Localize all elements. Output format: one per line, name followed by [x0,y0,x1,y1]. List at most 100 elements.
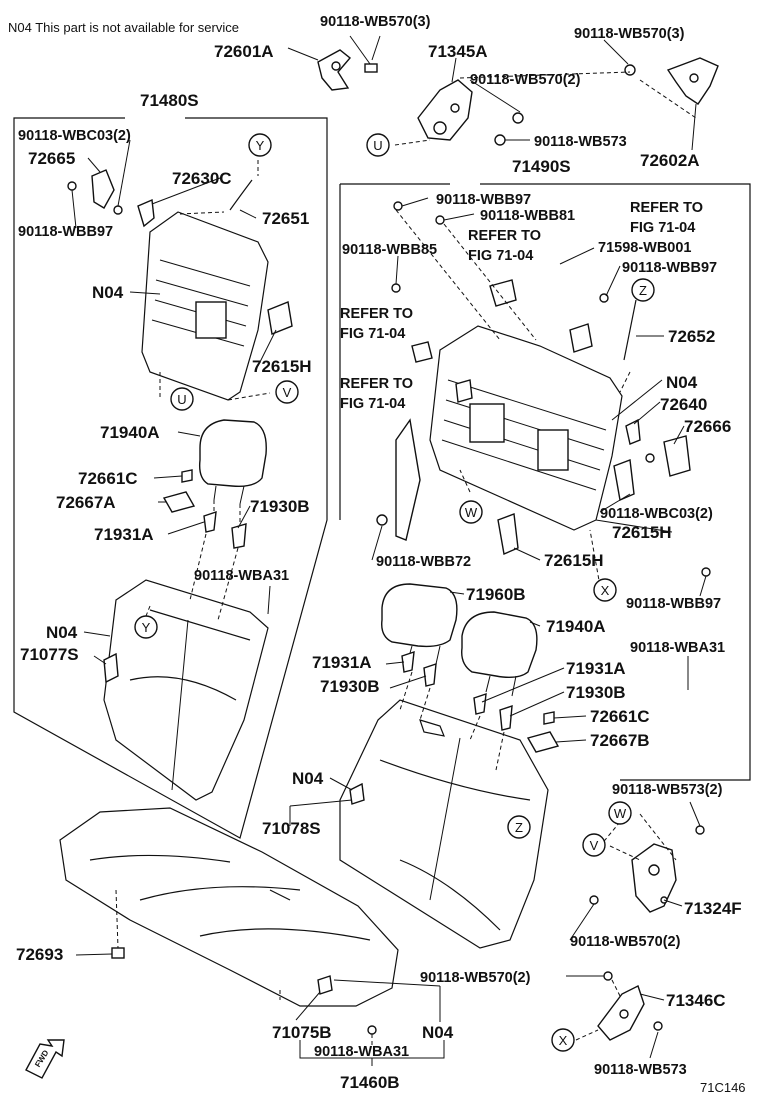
label-90118-wbb85: 90118-WBB85 [342,242,437,258]
label-71346c: 71346C [666,991,726,1010]
label-71931a-left: 71931A [94,525,154,544]
part-72601a [317,49,352,91]
svg-text:U: U [177,392,186,407]
label-refer-2: REFER TO [468,228,541,244]
seatback-right [339,699,549,949]
label-72652: 72652 [668,327,715,346]
callout-z-2: Z [507,815,531,839]
label-fig-1: FIG 71-04 [630,220,695,236]
label-72661c-right: 72661C [590,707,650,726]
part-72615h-right [613,459,635,501]
guide-71931a-right-b [473,692,487,715]
label-72667b: 72667B [590,731,650,750]
label-72630c: 72630C [172,169,232,188]
callout-x-1: X [593,578,617,602]
part-72666 [663,435,691,477]
headrest-71960b [381,583,458,665]
figure-code: 71C146 [700,1080,746,1095]
part-labels: 90118-WB570(3) 72601A 71345A 90118-WB570… [16,14,746,1095]
part-72640 [625,418,641,445]
label-71480s: 71480S [140,91,199,110]
frame-71480s [13,117,328,839]
callout-v-1: V [275,380,299,404]
part-72667a [162,491,196,513]
callout-y-1: Y [248,133,272,157]
part-71078s [349,782,365,805]
svg-text:U: U [373,138,382,153]
label-90118-wb570-2-top: 90118-WB570(2) [470,72,581,88]
bolt-90118-wb573-top [494,134,506,146]
label-90118-wb573-lower: 90118-WB573 [594,1062,687,1078]
part-72630c [137,198,155,228]
svg-text:X: X [601,583,610,598]
label-90118-wbc03-2-left: 90118-WBC03(2) [18,128,131,144]
seatback-left [103,579,269,801]
label-72693: 72693 [16,945,63,964]
svg-text:Z: Z [515,820,523,835]
label-72602a: 72602A [640,151,700,170]
clip-72693 [111,947,125,959]
bolt-90118-wb570-3-right [624,64,636,76]
label-fig-3: FIG 71-04 [340,326,405,342]
label-72651: 72651 [262,209,309,228]
label-71940a-left: 71940A [100,423,160,442]
leader-lines [71,35,707,1066]
label-90118-wba31-right: 90118-WBA31 [630,640,725,656]
part-71345a [417,79,473,141]
label-71490s: 71490S [512,157,571,176]
label-90118-wb570-3-left: 90118-WB570(3) [320,14,431,30]
svg-text:V: V [590,838,599,853]
label-n04-right-back: N04 [292,769,324,788]
svg-text:W: W [465,505,478,520]
label-72667a: 72667A [56,493,116,512]
label-71078s: 71078S [262,819,321,838]
label-90118-wbb97-right: 90118-WBB97 [622,260,717,276]
callout-u-2: U [170,387,194,411]
part-71077s [103,652,119,684]
label-72665: 72665 [28,149,75,168]
part-72661c-left [181,469,193,483]
label-refer-3: REFER TO [340,306,413,322]
label-90118-wbc03-2-right: 90118-WBC03(2) [600,506,713,522]
callout-v-2: V [582,833,606,857]
part-72665 [91,169,115,209]
guide-71930b-right-a [423,662,437,687]
headrest-71940a-left [198,419,267,505]
label-71077s: 71077S [20,645,79,664]
label-71931a-right-a: 71931A [312,653,372,672]
callout-w-2: W [608,801,632,825]
label-90118-wb570-2-lower: 90118-WB570(2) [420,970,531,986]
svg-text:Y: Y [256,138,265,153]
callout-z-1: Z [631,278,655,302]
label-71345a: 71345A [428,42,488,61]
label-71075b: 71075B [272,1023,332,1042]
label-71930b-right-a: 71930B [320,677,380,696]
seatback-frame-left [141,211,293,401]
label-71930b-left: 71930B [250,497,310,516]
label-71324f: 71324F [684,899,742,918]
label-90118-wb570-3-right: 90118-WB570(3) [574,26,685,42]
part-72652 [623,299,637,361]
callout-u-1: U [366,133,390,157]
part-72667b [526,731,560,753]
headrest-71940a-right [461,611,538,697]
label-90118-wba31-cushion: 90118-WBA31 [314,1044,409,1060]
label-n04-left-back: N04 [46,623,78,642]
label-n04-left-frame: N04 [92,283,124,302]
label-72615h-lower: 72615H [544,551,604,570]
label-90118-wb570-2-mid: 90118-WB570(2) [570,934,681,950]
label-71460b: 71460B [340,1073,400,1092]
label-71940a-right: 71940A [546,617,606,636]
front-arrow-icon: FWD [25,1039,65,1079]
label-72601a: 72601A [214,42,274,61]
label-71931a-right-b: 71931A [566,659,626,678]
label-90118-wba31-left: 90118-WBA31 [194,568,289,584]
svg-text:X: X [559,1033,568,1048]
label-n04-cushion: N04 [422,1023,454,1042]
label-90118-wbb97-left: 90118-WBB97 [18,224,113,240]
label-72661c-left: 72661C [78,469,138,488]
seatback-frame-right [395,325,623,541]
label-72640: 72640 [660,395,707,414]
label-refer-4: REFER TO [340,376,413,392]
